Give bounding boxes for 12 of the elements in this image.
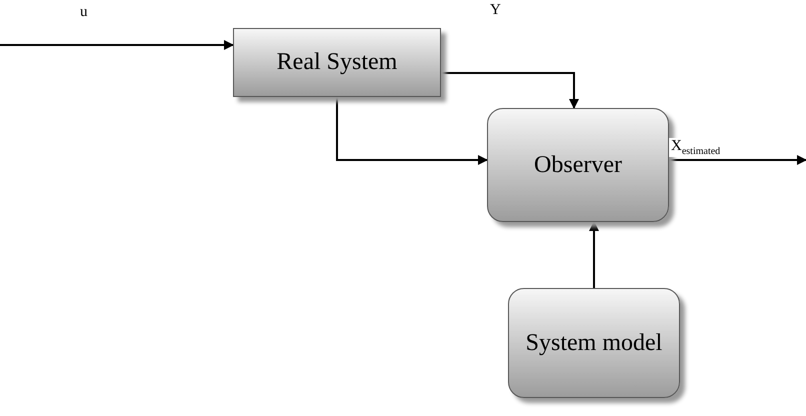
arrow — [441, 72, 579, 109]
box-label: System model — [524, 328, 664, 358]
arrow — [589, 221, 599, 288]
rounded-process-box — [508, 288, 680, 398]
arrow — [336, 97, 488, 165]
arrow — [669, 155, 806, 165]
signal-label: X$_{estimated}$ — [669, 138, 722, 157]
arrow — [0, 40, 234, 50]
process-box — [233, 28, 441, 97]
box-label: Observer — [533, 150, 623, 180]
box-label: Real System — [276, 48, 398, 78]
rounded-process-box — [487, 108, 669, 222]
